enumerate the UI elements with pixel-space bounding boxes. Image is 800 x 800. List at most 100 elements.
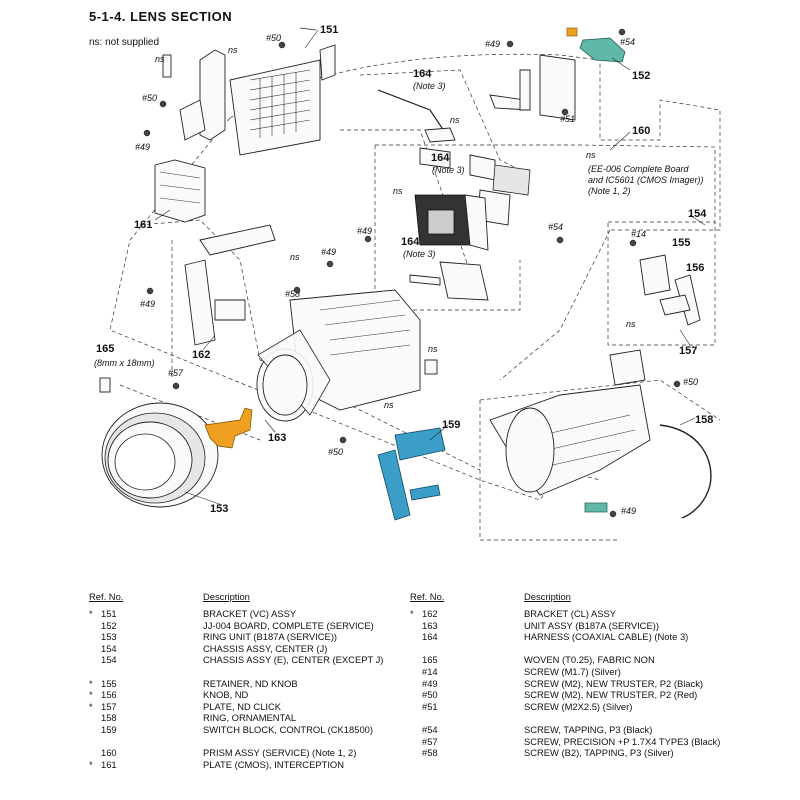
callout-160: 160 [632, 125, 650, 137]
row-description: PLATE (CMOS), INTERCEPTION [203, 758, 344, 770]
callout-159: 159 [442, 419, 460, 431]
row-ref-no: 156 [101, 689, 117, 701]
part-153-ring-unit [101, 402, 253, 508]
row-description: KNOB, ND [203, 689, 249, 701]
callout-151: 151 [320, 24, 338, 36]
row-description: RETAINER, ND KNOB [203, 677, 298, 689]
row-description: RING, ORNAMENTAL [203, 712, 297, 724]
row-description: CHASSIS ASSY, CENTER (J) [203, 642, 328, 654]
ns-label-9: ns [626, 319, 636, 329]
callout-164-top: 164 [413, 68, 432, 80]
assembly-outline-right [607, 221, 716, 346]
part-158-ornamental-ring [659, 424, 712, 519]
row-ref-no: 154 [101, 642, 117, 654]
note3-middle: (Note 3) [432, 165, 465, 175]
assembly-outline-bottom [479, 379, 721, 541]
row-mark: * [89, 608, 93, 619]
part-154-chassis [489, 384, 651, 513]
screw-label-49e: #49 [140, 299, 155, 309]
part-155-156-157-knob [609, 254, 701, 386]
callout-161: 161 [134, 219, 152, 231]
part-152-jj004-board [566, 27, 626, 63]
callout-163: 163 [268, 432, 286, 444]
screw-label-51: #51 [560, 114, 575, 124]
row-description: BRACKET (CL) ASSY [524, 608, 617, 619]
part-161-plate-cmos [154, 159, 206, 223]
row-description: SCREW (B2), TAPPING, P3 (Silver) [524, 747, 674, 759]
row-description: SCREW, TAPPING, P3 (Black) [524, 724, 653, 735]
row-description: SCREW (M2), NEW TRUSTER, P2 (Black) [524, 677, 704, 689]
ns-label-6: ns [290, 252, 300, 262]
part-163-unit-assy [256, 289, 438, 422]
row-description: SWITCH BLOCK, CONTROL (CK18500) [203, 724, 373, 735]
part-159-switch-block [377, 427, 446, 521]
row-mark: * [89, 700, 93, 712]
screw-label-58: #58 [285, 289, 300, 299]
screw-label-54b: #54 [548, 222, 563, 232]
row-description: UNIT ASSY (B187A (SERVICE)) [524, 619, 659, 631]
screw-label-50c: #50 [328, 447, 343, 457]
row-description: PRISM ASSY (SERVICE) (Note 1, 2) [203, 747, 357, 759]
callout-165: 165 [96, 343, 114, 355]
row-ref-no: #49 [422, 677, 438, 689]
row-description: SCREW (M2), NEW TRUSTER, P2 (Red) [524, 689, 698, 701]
screw-label-49f: #49 [621, 506, 636, 516]
ref-no-header-right: Ref. No. [410, 591, 445, 602]
description-header-right: Description [524, 591, 571, 602]
row-ref-no: 157 [101, 700, 117, 712]
row-description: BRACKET (VC) ASSY [203, 608, 297, 619]
ns-label-2: ns [155, 54, 165, 64]
assembly-outline-left [119, 219, 481, 471]
row-mark: * [89, 689, 93, 701]
note3-top: (Note 3) [413, 81, 446, 91]
exploded-diagram: 151 152 153 154 155 156 157 158 159 160 … [94, 24, 721, 541]
note3-bottom: (Note 3) [403, 249, 436, 259]
row-ref-no: 160 [101, 747, 117, 759]
ee006-note-line3: (Note 1, 2) [588, 186, 631, 196]
ee006-note-line1: (EE-006 Complete Board [588, 164, 690, 174]
row-ref-no: 158 [101, 712, 117, 724]
ref-no-header-left: Ref. No. [89, 591, 124, 602]
row-ref-no: #58 [422, 747, 438, 759]
callout-164-bottom: 164 [401, 236, 420, 248]
callout-164-middle: 164 [431, 152, 450, 164]
row-description: CHASSIS ASSY (E), CENTER (EXCEPT J) [203, 654, 384, 666]
row-ref-no: #54 [422, 724, 438, 735]
callout-158: 158 [695, 414, 713, 426]
row-ref-no: 163 [422, 619, 438, 631]
screw-icons [143, 28, 681, 518]
screw-label-57: #57 [168, 368, 184, 378]
row-ref-no: #51 [422, 700, 438, 712]
ns-label-8: ns [428, 344, 438, 354]
row-description: PLATE, ND CLICK [203, 700, 281, 712]
screw-label-50a: #50 [266, 33, 281, 43]
screw-label-54a: #54 [620, 37, 635, 47]
section-title: 5-1-4. LENS SECTION [89, 9, 233, 24]
row-ref-no: 162 [422, 608, 438, 619]
row-ref-no: #50 [422, 689, 438, 701]
callout-157: 157 [679, 345, 697, 357]
ns-label-1: ns [228, 45, 238, 55]
part-160-prism [414, 194, 489, 251]
screw-label-49c: #49 [357, 226, 372, 236]
screw-label-50b: #50 [142, 93, 157, 103]
row-ref-no: 165 [422, 654, 438, 666]
row-mark: * [410, 608, 414, 619]
row-ref-no: #14 [422, 666, 438, 677]
row-description: WOVEN (T0.25), FABRIC NON [524, 654, 655, 666]
description-header-left: Description [203, 591, 250, 602]
ns-label-5: ns [393, 186, 403, 196]
row-description: HARNESS (COAXIAL CABLE) (Note 3) [524, 631, 689, 643]
assembly-outline-prism [374, 144, 716, 311]
part-164-bracket-bottom [409, 261, 489, 301]
row-ref-no: 151 [101, 608, 117, 619]
part-bracket-right [489, 54, 576, 121]
screw-label-49b: #49 [135, 142, 150, 152]
screw-label-50d: #50 [683, 377, 698, 387]
fabric-size-note: (8mm x 18mm) [94, 358, 155, 368]
row-description: RING UNIT (B187A (SERVICE)) [203, 631, 338, 643]
row-ref-no: 154 [101, 654, 117, 666]
part-151-bracket-vc [162, 27, 336, 156]
ns-note: ns: not supplied [89, 37, 160, 48]
part-165-fabric [99, 377, 111, 393]
